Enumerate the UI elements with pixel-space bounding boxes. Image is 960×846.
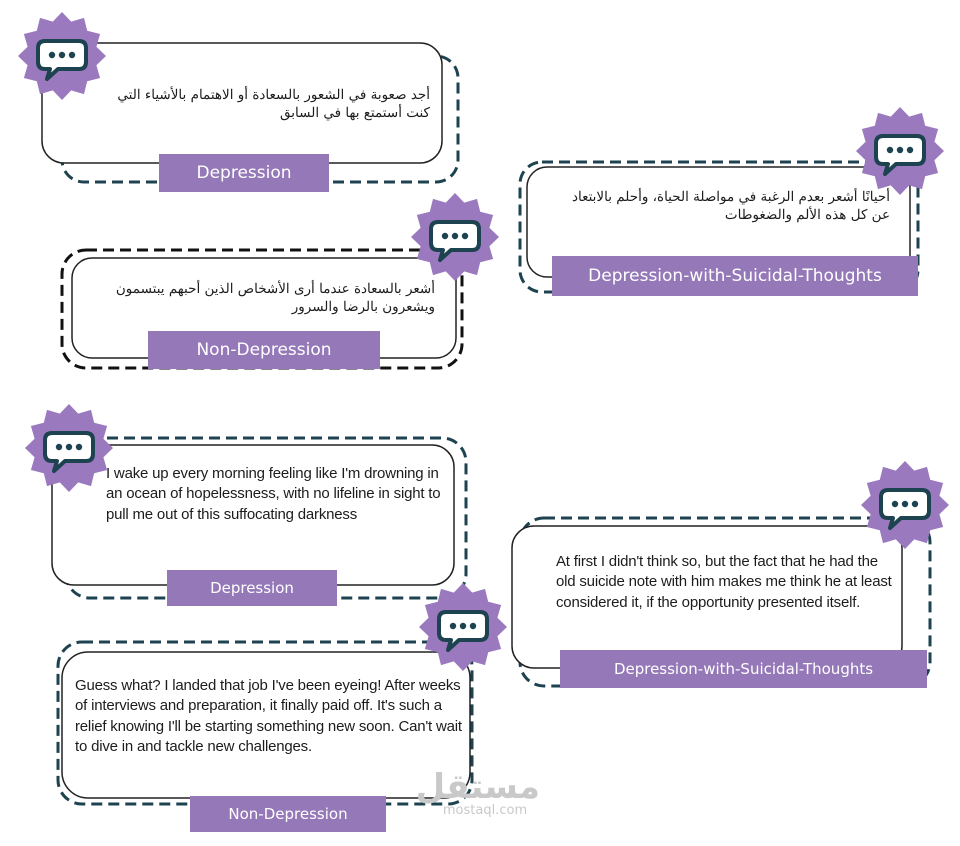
card-6-label: Non-Depression (190, 796, 386, 832)
card-6: Guess what? I landed that job I've been … (40, 580, 507, 840)
card-3: أشعر بالسعادة عندما أرى الأشخاص الذين أح… (40, 190, 510, 380)
card-1: أجد صعوبة في الشعور بالسعادة أو الاهتمام… (0, 0, 480, 200)
card-2-label: Depression-with-Suicidal-Thoughts (552, 256, 918, 296)
card-1-text: أجد صعوبة في الشعور بالسعادة أو الاهتمام… (117, 87, 430, 122)
watermark: مستقل mostaql.com (415, 767, 540, 818)
card-4: I wake up every morning feeling like I'm… (0, 400, 480, 615)
speech-bubble-icon (411, 193, 499, 281)
card-3-label: Non-Depression (148, 331, 380, 369)
card-4-text: I wake up every morning feeling like I'm… (106, 465, 441, 523)
card-1-frame (41, 42, 460, 184)
card-2-text: أحيانًا أشعر بعدم الرغبة في مواصلة الحيا… (571, 189, 890, 224)
speech-bubble-icon (25, 404, 113, 492)
card-6-text: Guess what? I landed that job I've been … (75, 677, 462, 755)
card-4-label: Depression (167, 570, 337, 606)
card-2: أحيانًا أشعر بعدم الرغبة في مواصلة الحيا… (500, 100, 960, 310)
card-1-label: Depression (159, 154, 329, 192)
card-3-text: أشعر بالسعادة عندما أرى الأشخاص الذين أح… (115, 281, 435, 316)
card-5: At first I didn't think so, but the fact… (500, 460, 960, 700)
speech-bubble-icon (861, 461, 949, 549)
speech-bubble-icon (856, 107, 944, 195)
speech-bubble-icon (419, 583, 507, 671)
card-5-text: At first I didn't think so, but the fact… (556, 553, 892, 611)
speech-bubble-icon (18, 12, 106, 100)
card-5-label: Depression-with-Suicidal-Thoughts (560, 650, 927, 688)
watermark-latin: mostaql.com (442, 803, 528, 818)
watermark-arabic: مستقل (415, 767, 540, 807)
